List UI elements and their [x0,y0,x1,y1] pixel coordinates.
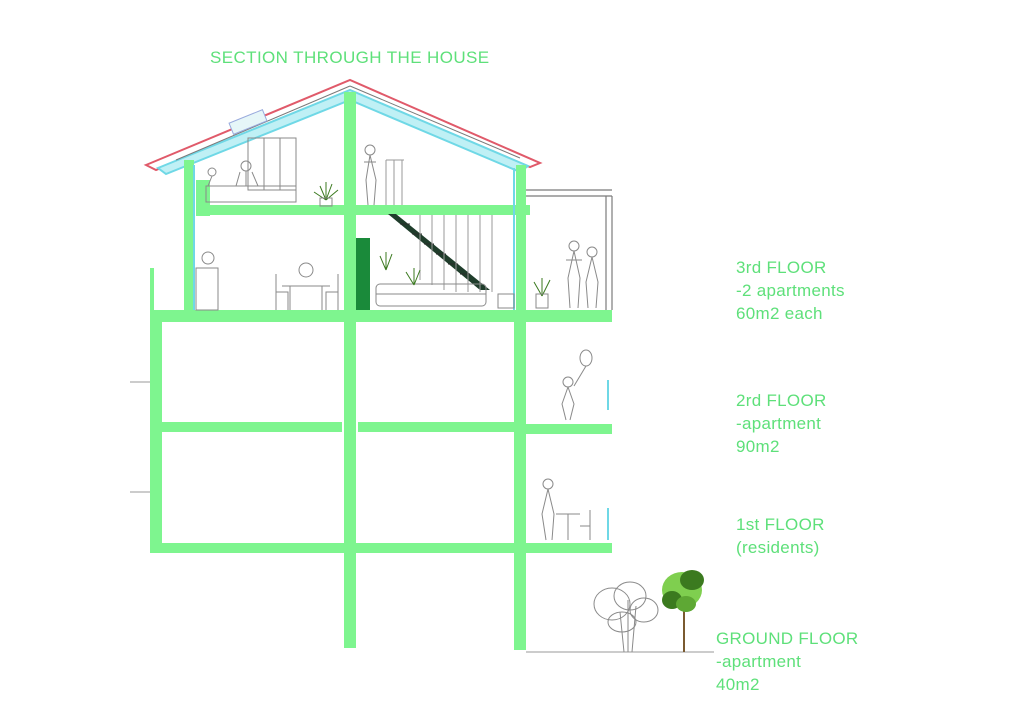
floor-detail: 60m2 each [736,304,823,323]
cabinet-icon [195,267,219,311]
floor-label-1st: 1st FLOOR (residents) [736,513,825,559]
floor-detail: 90m2 [736,437,780,456]
sofa-icon [375,283,487,307]
furniture-and-people [195,137,599,541]
plant-icon [313,182,339,201]
chair-icon [580,510,591,540]
people-figure-icon [240,160,252,172]
floor-label-2nd: 2rd FLOOR -apartment 90m2 [736,389,827,458]
floor-name: GROUND FLOOR [716,629,859,648]
plant-icon [533,278,551,297]
floor-name: 2rd FLOOR [736,391,827,410]
floor-name: 3rd FLOOR [736,258,827,277]
floor-detail: -apartment [736,414,822,433]
floor-detail: (residents) [736,538,820,557]
plant-icon [379,252,421,286]
people-figure-icon [561,376,575,421]
floor-label-3rd: 3rd FLOOR -2 apartments 60m2 each [736,256,845,325]
wardrobe-icon [247,137,297,191]
balloon-icon [573,349,593,387]
wall-lines [193,165,609,540]
tree-icon [662,570,704,652]
terrace-pergola [526,189,613,310]
floor-detail: 40m2 [716,675,760,694]
floor-detail: -2 apartments [736,281,845,300]
tree-icon [593,581,659,653]
table-icon [556,513,580,540]
roof [143,78,543,176]
stair-icon [385,159,493,292]
floor-detail: -apartment [716,652,802,671]
people-figure-icon [364,144,377,206]
table-icon [282,262,330,310]
bed-icon [205,185,297,203]
drawing-title: SECTION THROUGH THE HOUSE [210,48,490,67]
people-figure-icon [541,478,555,541]
floor-name: 1st FLOOR [736,515,825,534]
ground-line [130,381,714,653]
people-figure-icon [566,240,599,309]
chair-icon [275,274,339,310]
structure [150,92,612,650]
floor-label-ground: GROUND FLOOR -apartment 40m2 [716,627,858,696]
